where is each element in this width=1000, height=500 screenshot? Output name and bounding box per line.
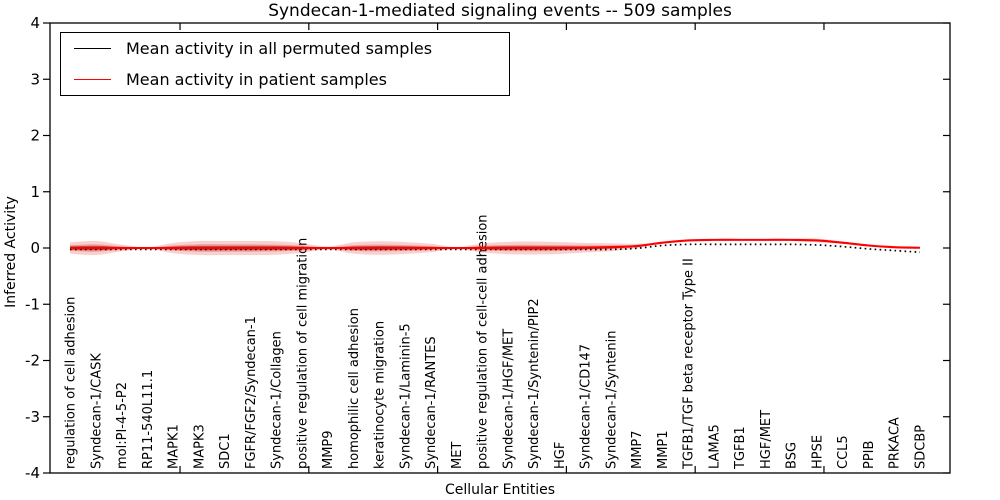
entity-label: Syndecan-1/Collagen [270, 331, 285, 469]
chart-title: Syndecan-1-mediated signaling events -- … [268, 1, 732, 21]
entity-label: PRKACA [888, 417, 903, 469]
entity-label: Syndecan-1/Syntenin [604, 331, 619, 470]
entity-label: positive regulation of cell-cell adhesio… [476, 214, 491, 469]
entity-label: RP11-540L11.1 [141, 370, 156, 469]
entity-label: SDCBP [914, 425, 929, 469]
entity-label: FGFR/FGF2/Syndecan-1 [244, 316, 259, 469]
entity-label: HGF/MET [759, 410, 774, 469]
entity-label: HGF [553, 442, 568, 469]
y-tick-label: -2 [25, 352, 40, 370]
entity-label: MET [450, 442, 465, 469]
entity-label: BSG [785, 442, 800, 469]
legend-item-permuted: Mean activity in all permuted samples [61, 33, 509, 64]
entity-label: TGFB1 [733, 426, 748, 470]
y-tick-label: 1 [30, 183, 40, 201]
entity-label: keratinocyte migration [373, 321, 388, 469]
entity-label: mol:PI-4-5-P2 [115, 382, 130, 469]
y-tick-label: -4 [25, 464, 40, 482]
entity-label: Syndecan-1/RANTES [424, 336, 439, 469]
y-tick-label: 3 [30, 70, 40, 88]
y-tick-label: -3 [25, 408, 40, 426]
patient-mean-line [69, 238, 921, 250]
entity-label: homophilic cell adhesion [347, 308, 362, 469]
red-line-swatch [74, 79, 111, 80]
entity-label: TGFB1/TGF beta receptor Type II [682, 258, 697, 470]
y-axis-label: Inferred Activity [3, 196, 19, 308]
legend-item-patient: Mean activity in patient samples [61, 64, 509, 95]
entity-label: SDC1 [218, 433, 233, 469]
black-line-swatch [74, 48, 111, 49]
entity-label: HPSE [811, 435, 826, 469]
entity-label: regulation of cell adhesion [64, 297, 79, 469]
y-tick-label: 2 [30, 127, 40, 145]
entity-label: LAMA5 [707, 424, 722, 469]
reference-dotted-line [69, 243, 921, 254]
entity-label: MAPK3 [192, 424, 207, 469]
entity-label: Syndecan-1/HGF/MET [501, 329, 516, 469]
entity-label: CCL5 [836, 435, 851, 469]
entity-label: Syndecan-1/CASK [89, 353, 104, 469]
y-tick-label: 4 [30, 14, 40, 32]
entity-label: MMP9 [321, 430, 336, 469]
legend-label-patient: Mean activity in patient samples [126, 70, 387, 89]
y-tick-label: -1 [25, 295, 40, 313]
y-tick-label: 0 [30, 239, 40, 257]
entity-label: PPIB [862, 441, 877, 469]
entity-label: Syndecan-1/Syntenin/PIP2 [527, 298, 542, 469]
entity-label: MMP1 [656, 430, 671, 469]
entity-label: positive regulation of cell migration [295, 238, 310, 469]
entity-label: Syndecan-1/CD147 [579, 344, 594, 469]
entity-label: Syndecan-1/Laminin-5 [398, 323, 413, 469]
x-axis-label: Cellular Entities [444, 482, 556, 498]
entity-label: MAPK1 [167, 424, 182, 469]
legend: Mean activity in all permuted samples Me… [60, 32, 510, 96]
entity-label: MMP7 [630, 430, 645, 469]
legend-label-permuted: Mean activity in all permuted samples [126, 39, 433, 58]
